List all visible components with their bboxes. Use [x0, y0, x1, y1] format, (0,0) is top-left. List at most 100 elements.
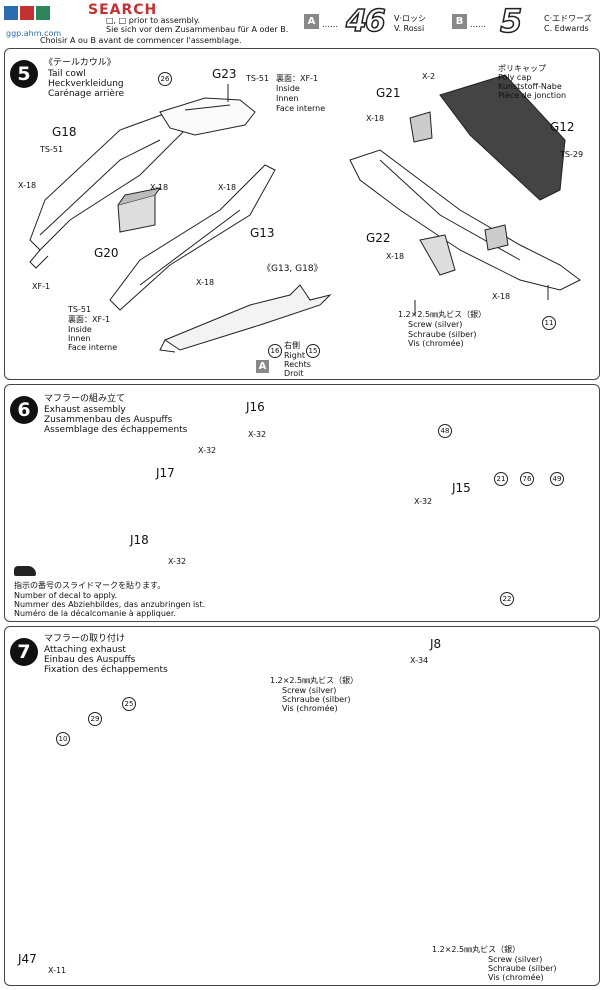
decal-29-marker: 29 [88, 712, 102, 726]
option-b-number: 5 [499, 1, 523, 41]
x18-label-6: X-18 [386, 252, 405, 261]
decal-note-en: Number of decal to apply. [14, 591, 117, 600]
screw-jp-5: 1.2×2.5㎜丸ビス（銀） [398, 310, 487, 319]
decal-note-de: Nummer des Abziehbildes, das anzubringen… [14, 600, 206, 609]
step-6-badge: 6 [10, 396, 38, 424]
x18-label-1: X-18 [18, 181, 37, 190]
step-5-title-fr: Carénage arrière [48, 89, 125, 99]
part-j47-label: J47 [18, 952, 37, 966]
inside-jp-top: 裏面：XF-1 [276, 74, 319, 83]
step-5-badge: 5 [10, 60, 38, 88]
watermark-logo: ggp.ahm.com [2, 2, 74, 42]
option-a-dots: …… [322, 20, 338, 29]
inside-fr-bottom: Face interne [68, 343, 118, 352]
inside-en-bottom: Inside [68, 325, 92, 334]
option-a-box: A [304, 14, 319, 29]
part-g13-label: G13 [250, 226, 275, 240]
part-j16-label: J16 [246, 400, 265, 414]
polycap-de: Kunststoff-Nabe [498, 82, 562, 91]
part-j17-label: J17 [156, 466, 175, 480]
option-a-jp: V·ロッシ [394, 14, 427, 23]
screw-de-5: Schraube (silber) [408, 330, 477, 339]
xf1-label: XF-1 [32, 282, 51, 291]
step-7-title-jp: マフラーの取り付け [44, 634, 126, 644]
part-g23-label: G23 [212, 67, 237, 81]
screw-de-7a: Schraube (silber) [282, 695, 351, 704]
decal-21-marker: 21 [494, 472, 508, 486]
decal-49-marker: 49 [550, 472, 564, 486]
step-7-panel [4, 626, 600, 986]
x18-label-4: X-18 [196, 278, 215, 287]
screw-jp-7b: 1.2×2.5㎜丸ビス（銀） [432, 945, 521, 954]
x32-label-2: X-32 [198, 446, 217, 455]
part-g20-label: G20 [94, 246, 119, 260]
step-6-title-en: Exhaust assembly [44, 405, 126, 415]
ts29-label: TS-29 [560, 150, 584, 159]
x18-label-7: X-18 [492, 292, 511, 301]
x18-label-3: X-18 [218, 183, 237, 192]
screw-de-7b: Schraube (silber) [488, 964, 557, 973]
decal-note-fr: Numéro de la décalcomanie à appliquer. [14, 609, 176, 618]
right-en: Right [284, 351, 306, 360]
sub-label-g13-g18: 《G13, G18》 [262, 264, 323, 274]
step-5-title-en: Tail cowl [48, 69, 86, 79]
x34-label: X-34 [410, 656, 429, 665]
step-7-title-de: Einbau des Auspuffs [44, 655, 136, 665]
right-jp: 右側 [284, 341, 300, 350]
decal-48-marker: 48 [438, 424, 452, 438]
decal-76-marker: 76 [520, 472, 534, 486]
screw-en-7b: Screw (silver) [488, 955, 543, 964]
inside-jp-bottom: 裏面：XF-1 [68, 315, 111, 324]
polycap-en: Poly cap [498, 73, 532, 82]
page-header: ggp.ahm.com SEARCH □, □ prior to assembl… [0, 0, 604, 46]
step-6-panel [4, 384, 600, 622]
option-b-box: B [452, 14, 467, 29]
right-fr: Droit [284, 369, 304, 378]
step-7-title-fr: Fixation des échappements [44, 665, 168, 675]
decal-16-marker: 16 [268, 344, 282, 358]
option-b-name: C. Edwards [544, 24, 589, 33]
inside-de-top: Innen [276, 94, 299, 103]
x11-label: X-11 [48, 966, 67, 975]
inside-fr-top: Face interne [276, 104, 326, 113]
part-j18-label: J18 [130, 533, 149, 547]
screw-jp-7a: 1.2×2.5㎜丸ビス（銀） [270, 676, 359, 685]
right-de: Rechts [284, 360, 311, 369]
header-line-2: Sie sich vor dem Zusammenbau für A oder … [106, 25, 289, 34]
decal-15-marker: 15 [306, 344, 320, 358]
inside-en-top: Inside [276, 84, 300, 93]
ts51-label-left: TS-51 [40, 145, 64, 154]
option-a-number: 46 [345, 3, 386, 40]
decal-10-marker: 10 [56, 732, 70, 746]
decal-note-jp: 指示の番号のスライドマークを貼ります。 [14, 581, 166, 590]
decal-26-marker: 26 [158, 72, 172, 86]
option-a-indicator: A [256, 360, 269, 373]
step-5-title-de: Heckverkleidung [48, 79, 124, 89]
screw-fr-7b: Vis (chromée) [488, 973, 544, 982]
x32-label-4: X-32 [168, 557, 187, 566]
inside-de-bottom: Innen [68, 334, 91, 343]
x2-label: X-2 [422, 72, 436, 81]
screw-en-5: Screw (silver) [408, 320, 463, 329]
part-j15-label: J15 [452, 481, 471, 495]
decal-note-icon [14, 566, 36, 576]
part-g22-label: G22 [366, 231, 391, 245]
option-b-jp: C·エドワーズ [544, 14, 592, 23]
screw-fr-7a: Vis (chromée) [282, 704, 338, 713]
part-g21-label: G21 [376, 86, 401, 100]
polycap-jp: ポリキャップ [498, 64, 546, 73]
step-7-title-en: Attaching exhaust [44, 645, 126, 655]
decal-11-marker: 11 [542, 316, 556, 330]
x32-label-3: X-32 [414, 497, 433, 506]
watermark-text: SEARCH [88, 2, 158, 18]
step-7-badge: 7 [10, 638, 38, 666]
screw-fr-5: Vis (chromée) [408, 339, 464, 348]
header-line-3: Choisir A ou B avant de commencer l'asse… [40, 36, 242, 45]
option-b-dots: …… [470, 20, 486, 29]
x18-label-2: X-18 [150, 183, 169, 192]
x32-label-1: X-32 [248, 430, 267, 439]
x18-label-5: X-18 [366, 114, 385, 123]
option-a-name: V. Rossi [394, 24, 425, 33]
ts51-label-bottom: TS-51 [68, 305, 92, 314]
svg-text:ggp.ahm.com: ggp.ahm.com [6, 29, 61, 38]
